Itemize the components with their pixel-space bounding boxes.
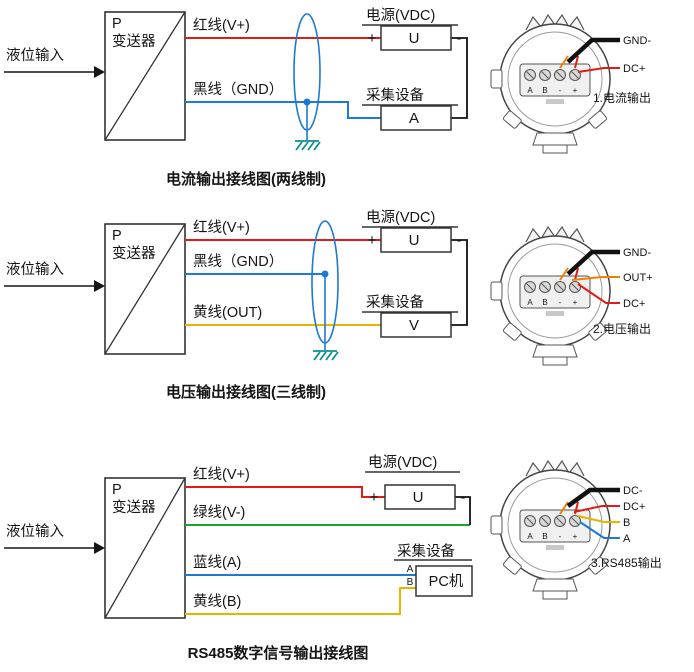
transmitter-box: P 变送器 — [104, 477, 186, 619]
head-terminal-label: GND- — [623, 247, 651, 259]
transmitter-name: 变送器 — [112, 33, 156, 50]
transmitter-head-rs485: DC- DC+ B A 3.RS485输出 — [490, 460, 662, 600]
head-caption: 1.电流输出 — [593, 90, 651, 105]
transmitter-box: P 变送器 — [104, 223, 186, 355]
wire-gnd-label: 黑线（GND） — [193, 253, 283, 270]
device-label: 采集设备 — [397, 543, 455, 560]
transmitter-head-current: GND- DC+ 1.电流输出 — [490, 14, 651, 154]
cable-shield — [293, 13, 321, 140]
level-input-arrow — [4, 542, 105, 554]
power-label: 电源(VDC) — [366, 7, 435, 24]
transmitter-letter: P — [112, 482, 122, 498]
head-terminal-label: DC- — [623, 485, 643, 497]
wire-blue-label: 蓝线(A) — [193, 554, 241, 571]
device-unit: PC机 — [429, 573, 464, 590]
power-unit: U — [413, 489, 424, 506]
minus-sign: - — [457, 233, 462, 249]
power-unit: U — [409, 30, 420, 47]
wire-red-vplus — [185, 486, 385, 498]
wire-out-label: 黄线(OUT) — [193, 304, 262, 321]
earth-ground-icon — [313, 350, 339, 361]
device-unit: V — [409, 317, 419, 334]
diagram-caption-current: 电流输出接线图(两线制) — [166, 170, 326, 188]
head-terminal-label: DC+ — [623, 63, 645, 75]
device-label: 采集设备 — [366, 87, 424, 104]
wire-yellow-label: 黄线(B) — [193, 593, 241, 610]
level-input-arrow — [4, 280, 105, 292]
level-input-label: 液位输入 — [6, 523, 64, 540]
device-unit: A — [409, 110, 419, 127]
device-port-b: B — [407, 577, 414, 588]
head-terminal-label: DC+ — [623, 298, 645, 310]
wire-power-return — [451, 37, 468, 119]
head-cable-orange — [571, 276, 620, 281]
diagram-current-output: 液位输入 P 变送器 红线(V+) 黑线（GND） 电源(VDC) U + - … — [4, 7, 468, 188]
wire-green-label: 绿线(V-) — [193, 504, 245, 521]
acquisition-device: 采集设备 PC机 A B — [394, 543, 473, 597]
head-cable-black — [566, 487, 620, 508]
head-terminal-label: B — [623, 517, 630, 529]
head-caption: 3.RS485输出 — [591, 555, 662, 570]
earth-ground-icon — [295, 140, 321, 151]
wire-yellow-b — [185, 587, 416, 615]
head-terminal-label: GND- — [623, 35, 651, 47]
power-supply: 电源(VDC) U + - — [365, 454, 466, 510]
head-terminal-label: DC+ — [623, 501, 645, 513]
device-port-a: A — [407, 564, 414, 575]
acquisition-device: 采集设备 V — [362, 294, 458, 338]
cable-shield — [311, 220, 339, 350]
transmitter-box: P 变送器 — [104, 11, 186, 141]
head-cable-yellow — [577, 515, 620, 523]
minus-sign: - — [461, 490, 466, 506]
power-unit: U — [409, 232, 420, 249]
level-input-arrow — [4, 66, 105, 78]
head-terminal-label: OUT+ — [623, 272, 653, 284]
transmitter-name: 变送器 — [112, 499, 156, 516]
power-label: 电源(VDC) — [366, 209, 435, 226]
head-cable-red — [573, 505, 620, 513]
transmitter-letter: P — [112, 228, 122, 244]
head-cable-blue — [579, 521, 620, 539]
head-terminal-label: A — [623, 533, 631, 545]
level-input-label: 液位输入 — [6, 47, 64, 64]
wire-gnd-label: 黑线（GND） — [193, 81, 283, 98]
wire-power-return — [451, 239, 468, 326]
device-label: 采集设备 — [366, 294, 424, 311]
transmitter-letter: P — [112, 16, 122, 32]
head-cable-red — [577, 283, 620, 304]
head-cable-red — [577, 67, 620, 73]
diagram-voltage-output: 液位输入 P 变送器 红线(V+) 黑线（GND） 黄线(OUT) 电源(VDC… — [4, 209, 468, 401]
wire-red-label: 红线(V+) — [193, 466, 250, 483]
head-caption: 2.电压输出 — [593, 321, 651, 336]
diagram-rs485-output: 液位输入 P 变送器 红线(V+) 绿线(V-) 蓝线(A) 黄线(B) 电源(… — [4, 454, 473, 662]
head-cable-black — [566, 37, 620, 64]
head-cable-black — [566, 249, 620, 276]
transmitter-name: 变送器 — [112, 245, 156, 262]
diagram-caption-voltage: 电压输出接线图(三线制) — [166, 383, 326, 401]
level-input-label: 液位输入 — [6, 261, 64, 278]
transmitter-head-voltage: GND- OUT+ DC+ 2.电压输出 — [490, 226, 653, 366]
acquisition-device: 采集设备 A — [362, 87, 458, 131]
wire-red-label: 红线(V+) — [193, 17, 250, 34]
wire-red-label: 红线(V+) — [193, 219, 250, 236]
plus-sign: + — [370, 490, 378, 506]
plus-sign: + — [368, 233, 376, 249]
power-supply: 电源(VDC) U + - — [362, 7, 462, 51]
minus-sign: - — [457, 31, 462, 47]
power-label: 电源(VDC) — [368, 454, 437, 471]
wire-black-gnd — [185, 101, 381, 119]
wire-power-return — [455, 496, 471, 525]
diagram-caption-rs485: RS485数字信号输出接线图 — [188, 644, 369, 662]
plus-sign: + — [368, 31, 376, 47]
power-supply: 电源(VDC) U + - — [362, 209, 462, 253]
